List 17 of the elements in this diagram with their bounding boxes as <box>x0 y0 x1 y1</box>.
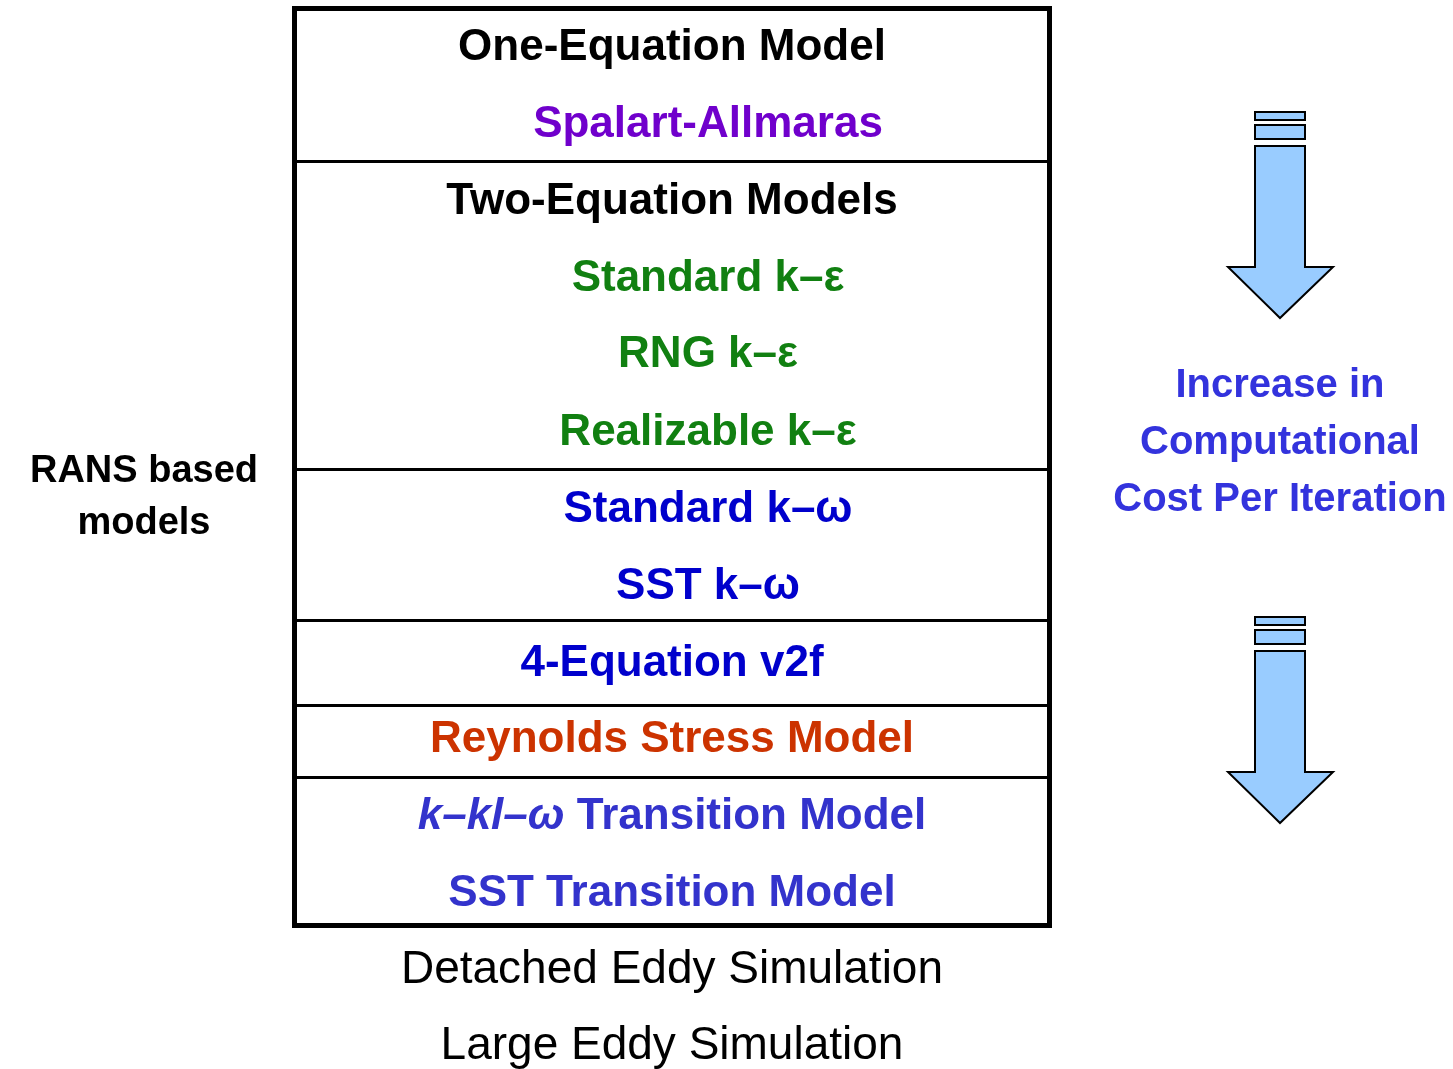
model-name: Realizable k–ε <box>559 404 857 456</box>
model-name: SST k–ω <box>616 558 800 610</box>
model-name: SST Transition Model <box>448 865 896 917</box>
model-name: Standard k–ω <box>563 481 853 533</box>
model-name: Standard k–ε <box>571 250 845 302</box>
stack-frame <box>292 6 1052 928</box>
model-name: Reynolds Stress Model <box>429 711 915 763</box>
model-name: 4-Equation v2f <box>520 635 824 687</box>
group-heading: One-Equation Model <box>458 19 886 71</box>
model-name: k–kl–ω Transition Model <box>417 788 927 840</box>
axis-caption: Increase in Computational Cost Per Iteration <box>1112 360 1448 521</box>
group-heading: Two-Equation Models <box>446 173 898 225</box>
method-label: Detached Eddy Simulation <box>399 940 945 994</box>
model-name: Spalart-Allmaras <box>533 96 883 148</box>
side-label: RANS based models <box>28 447 260 544</box>
method-label: Large Eddy Simulation <box>439 1016 905 1069</box>
model-name: RNG k–ε <box>618 326 798 378</box>
